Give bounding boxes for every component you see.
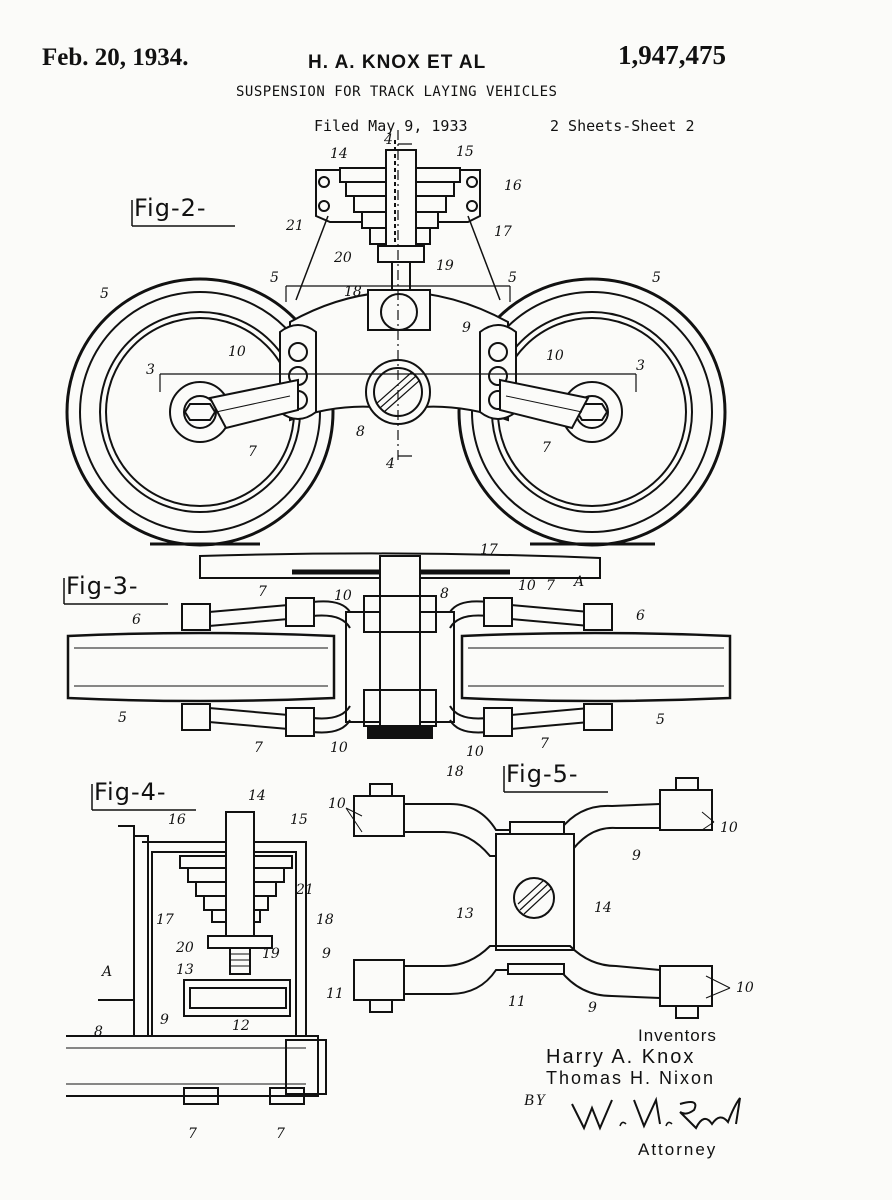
fig5-caption: Fig-5- xyxy=(506,760,579,788)
attorney-signature xyxy=(571,1096,741,1131)
label-7-fig3-tr: 7 xyxy=(546,578,555,594)
label-21: 21 xyxy=(285,218,304,234)
fig2-caption: Fig-2- xyxy=(134,194,207,222)
label-15-fig4: 15 xyxy=(290,812,308,828)
label-17: 17 xyxy=(494,224,512,240)
label-7-fig3-bl: 7 xyxy=(254,740,263,756)
right-road-wheel xyxy=(457,277,727,547)
label-14: 14 xyxy=(330,146,348,162)
label-10-right: 10 xyxy=(546,348,564,364)
inventor-name-2: Thomas H. Nixon xyxy=(546,1068,716,1088)
label-16: 16 xyxy=(504,178,522,194)
figure-2-elevation: Fig-2- xyxy=(65,130,727,547)
label-7-fig4-left: 7 xyxy=(188,1126,197,1142)
label-10-fig3-br: 10 xyxy=(466,744,484,760)
label-10-fig5-tr: 10 xyxy=(720,820,738,836)
label-18: 18 xyxy=(344,284,362,300)
attorney-caption: Attorney xyxy=(638,1140,718,1159)
label-19-fig4: 19 xyxy=(262,946,280,962)
label-A-fig3: A xyxy=(572,574,584,590)
figure-3-plan-view: Fig-3- 17 A xyxy=(63,542,732,780)
label-18-fig3: 18 xyxy=(446,764,464,780)
label-5-section-right: 5 xyxy=(508,270,517,286)
patent-number: 1,947,475 xyxy=(618,40,726,70)
label-14-fig4: 14 xyxy=(248,788,266,804)
label-9-fig5-top: 9 xyxy=(632,848,641,864)
wheel-arms xyxy=(208,378,590,430)
label-3-right: 3 xyxy=(636,358,645,374)
label-20: 20 xyxy=(333,250,352,266)
label-8-fig3: 8 xyxy=(440,586,449,602)
fig3-caption: Fig-3- xyxy=(66,572,139,600)
fig4-caption: Fig-4- xyxy=(94,778,167,806)
label-10-fig3-tr: 10 xyxy=(518,578,536,594)
label-10-fig3-bl: 10 xyxy=(330,740,348,756)
label-5-fig3-right: 5 xyxy=(656,712,665,728)
label-13-fig4: 13 xyxy=(176,962,194,978)
label-10-fig5-br: 10 xyxy=(736,980,754,996)
label-5-fig3-left: 5 xyxy=(118,710,127,726)
rocker-beam xyxy=(279,289,517,422)
sheet-count: 2 Sheets-Sheet 2 xyxy=(550,117,695,135)
label-16-fig4: 16 xyxy=(168,812,186,828)
label-5-wheel-right: 5 xyxy=(652,270,661,286)
label-5-section-left: 5 xyxy=(270,270,279,286)
label-6-right: 6 xyxy=(636,608,645,624)
label-11-fig4: 11 xyxy=(326,986,344,1002)
label-4-top: 4 xyxy=(383,132,393,148)
label-10-fig3-tl: 10 xyxy=(334,588,352,604)
label-21-fig4: 21 xyxy=(295,882,314,898)
label-11-fig5: 11 xyxy=(508,994,526,1010)
label-A-fig4: A xyxy=(100,964,112,980)
patent-title: SUSPENSION FOR TRACK LAYING VEHICLES xyxy=(236,84,558,100)
label-7-fig3-br: 7 xyxy=(540,736,549,752)
section-lines xyxy=(159,130,637,460)
label-9-fig4-bottom: 9 xyxy=(160,1012,169,1028)
label-10-fig5-tl: 10 xyxy=(328,796,346,812)
label-7-right: 7 xyxy=(542,440,551,456)
label-9-fig4-top: 9 xyxy=(322,946,331,962)
inventor-name-1: Harry A. Knox xyxy=(546,1046,696,1068)
label-5-wheel-left: 5 xyxy=(100,286,109,302)
left-road-wheel xyxy=(65,277,335,547)
label-14-fig5: 14 xyxy=(594,900,612,916)
label-8: 8 xyxy=(356,424,365,440)
label-18-fig4: 18 xyxy=(316,912,334,928)
by-label: BY xyxy=(524,1092,547,1109)
label-10-left: 10 xyxy=(228,344,246,360)
inventors-caption: Inventors xyxy=(638,1026,717,1045)
label-7-fig4-right: 7 xyxy=(276,1126,285,1142)
label-4-bottom: 4 xyxy=(385,456,395,472)
label-3-left: 3 xyxy=(146,362,155,378)
filed-date: Filed May 9, 1933 xyxy=(314,117,468,135)
figure-5-rocker-detail: Fig-5- 10 10 9 13 14 11 9 10 xyxy=(328,760,754,1019)
label-7-left: 7 xyxy=(248,444,257,460)
figure-4-section: Fig-4- 14 16 15 21 17 18 20 19 xyxy=(66,778,344,1142)
patent-inventors: H. A. KNOX ET AL xyxy=(308,52,487,73)
label-19: 19 xyxy=(436,258,454,274)
label-17-fig3: 17 xyxy=(480,542,498,558)
label-15: 15 xyxy=(456,144,474,160)
label-7-fig3-tl: 7 xyxy=(258,584,267,600)
label-8-fig4: 8 xyxy=(94,1024,103,1040)
label-9: 9 xyxy=(462,320,471,336)
label-9-fig5-bottom: 9 xyxy=(588,1000,597,1016)
label-20-fig4: 20 xyxy=(175,940,194,956)
label-12-fig4: 12 xyxy=(232,1018,250,1034)
label-17-fig4: 17 xyxy=(156,912,174,928)
label-13-fig5: 13 xyxy=(456,906,474,922)
label-6-left: 6 xyxy=(132,612,141,628)
patent-date: Feb. 20, 1934. xyxy=(42,44,189,71)
